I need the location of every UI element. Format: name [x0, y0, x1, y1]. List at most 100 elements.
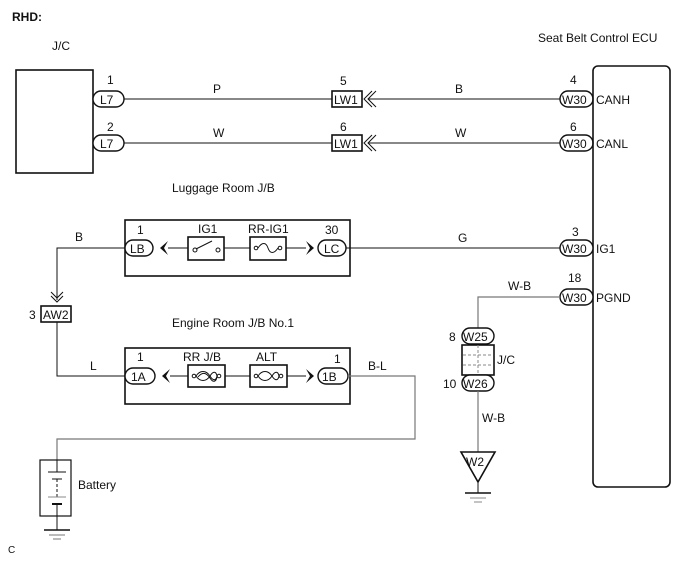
pin-number: 10: [443, 377, 457, 391]
pin-number: 1: [107, 73, 114, 87]
female-terminal-icon: [306, 369, 314, 383]
switch-contact: [215, 247, 221, 253]
engine-jb-circuit: 1 1A RR J/B ALT 1 1B B-L: [56, 350, 416, 460]
connector-name: L7: [100, 137, 114, 151]
aw2-junction: AW2 3 L: [29, 291, 125, 377]
connector-name: W30: [562, 93, 587, 107]
wire-color-label: B-L: [368, 359, 387, 373]
fuse-label: RR J/B: [183, 350, 221, 364]
connector-name: W30: [562, 291, 587, 305]
pin-number: 30: [325, 223, 339, 237]
pin-number: 2: [107, 120, 114, 134]
canl-circuit: 2 L7 W 6 LW1 W 6 W30 CANL: [92, 120, 628, 152]
jc-label: J/C: [497, 353, 515, 367]
fusible-link-icon: [191, 373, 197, 379]
pin-number: 6: [570, 120, 577, 134]
connector-W25[interactable]: [461, 327, 495, 345]
female-terminal-icon: [162, 369, 170, 383]
jc-box: [15, 69, 94, 174]
battery-box: [39, 459, 72, 517]
fusible-link-element: [195, 371, 218, 382]
wire-b-l: [56, 375, 416, 460]
connector-name: AW2: [43, 308, 69, 322]
alt-fusible-link: [249, 364, 288, 388]
signal-label: CANL: [596, 137, 628, 151]
wire-color-label: W: [213, 126, 225, 140]
female-terminal-icon: [306, 241, 314, 255]
fuse-icon: [253, 245, 259, 251]
relay-label: IG1: [198, 222, 218, 236]
pgnd-circuit: 18 W30 PGND W-B 8 W25 J/C 10 W26 W-B W2: [443, 271, 631, 503]
male-terminal-icon: [363, 90, 373, 108]
variant-label: RHD:: [12, 10, 42, 24]
wire-color-label: B: [75, 230, 83, 244]
fusible-link-icon: [253, 373, 259, 379]
fuse-element: [257, 243, 279, 253]
pin-number: 3: [572, 225, 579, 239]
fuse-terminal: [278, 373, 284, 379]
switch-icon: [192, 247, 198, 253]
battery: Battery: [39, 459, 116, 540]
male-terminal-icon: [363, 134, 373, 152]
ecu-box: [592, 65, 671, 488]
fuse-terminal: [277, 245, 283, 251]
ecu-title: Seat Belt Control ECU: [538, 31, 657, 45]
pin-number: 6: [340, 120, 347, 134]
ig1-circuit: B 1 LB IG1 RR-IG1 30 LC G 3 W30 IG1: [56, 222, 616, 300]
connector-name: W25: [463, 330, 488, 344]
wire-color-label: W-B: [508, 279, 531, 293]
connector-name: LB: [130, 242, 145, 256]
jc-title: J/C: [52, 39, 70, 53]
connector-name: 1B: [322, 370, 337, 384]
canh-circuit: 1 L7 P 5 LW1 B 4 W30 CANH: [92, 73, 630, 108]
male-terminal-icon: [50, 295, 64, 303]
pin-number: 1: [137, 350, 144, 364]
wire-color-label: W-B: [482, 411, 505, 425]
figure-code: C: [8, 545, 15, 556]
connector-LW1-6[interactable]: [331, 134, 363, 152]
connector-name: L7: [100, 93, 114, 107]
connector-name: 1A: [131, 370, 146, 384]
connector-name: LC: [324, 242, 340, 256]
signal-label: CANH: [596, 93, 630, 107]
ground-point-W2[interactable]: [459, 451, 497, 484]
fuse-terminal: [216, 373, 222, 379]
wire-w-b: [477, 296, 560, 328]
battery-label: Battery: [78, 478, 116, 492]
connector-1A[interactable]: [124, 367, 156, 385]
rr-jb-fusible-link: [187, 364, 226, 388]
fuse-label: ALT: [256, 350, 278, 364]
wire-b: [56, 247, 125, 300]
wire-color-label: W: [455, 126, 467, 140]
wire-color-label: P: [213, 82, 221, 96]
connector-name: LW1: [334, 137, 358, 151]
wire-color-label: G: [458, 231, 467, 245]
connector-LW1-5[interactable]: [331, 90, 363, 108]
luggage-jb-title: Luggage Room J/B: [172, 181, 275, 195]
fuse-label: RR-IG1: [248, 222, 289, 236]
pin-number: 5: [340, 74, 347, 88]
engine-jb-title: Engine Room J/B No.1: [172, 316, 294, 330]
pin-number: 18: [568, 271, 582, 285]
connector-name: W26: [463, 377, 488, 391]
wire-color-label: B: [455, 82, 463, 96]
pin-number: 4: [570, 73, 577, 87]
fusible-link-element: [257, 371, 280, 381]
wire-color-label: L: [90, 359, 97, 373]
connector-name: W30: [562, 242, 587, 256]
male-terminal-icon: [50, 291, 64, 299]
pin-number: 1: [334, 352, 341, 366]
pin-number: 3: [29, 308, 36, 322]
pin-number: 8: [449, 330, 456, 344]
connector-W30-3[interactable]: [559, 239, 594, 257]
signal-label: IG1: [596, 242, 616, 256]
connector-LB[interactable]: [124, 239, 154, 257]
female-terminal-icon: [160, 241, 168, 255]
ground-point-name: W2: [466, 455, 484, 469]
connector-name: LW1: [334, 93, 358, 107]
pin-number: 1: [137, 223, 144, 237]
connector-name: W30: [562, 137, 587, 151]
connector-AW2[interactable]: [40, 305, 72, 323]
wire-l: [56, 322, 125, 377]
